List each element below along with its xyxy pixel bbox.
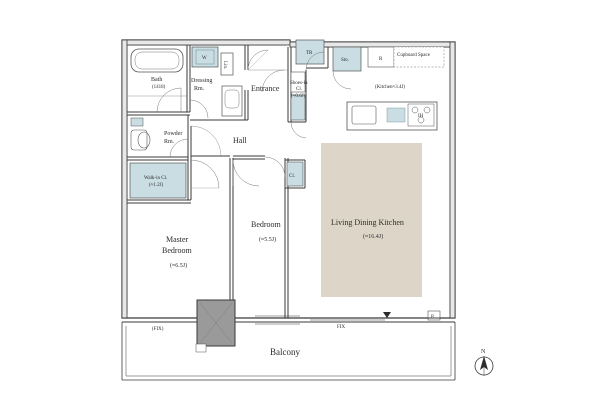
cupboard-space (393, 46, 445, 68)
powder-label: Powder (164, 131, 182, 137)
trunk-room (295, 39, 325, 65)
ldk-size: (≈16.4J) (363, 233, 383, 240)
compass-label: N (481, 349, 486, 355)
entry-arrow-icon (383, 312, 391, 318)
bedroom-closet: Cl. (286, 161, 304, 187)
closet-mark: Cl. (289, 174, 295, 179)
bathtub (130, 48, 184, 73)
shoes-in-closet: Shoes-in Cl. (≈0.6J) (290, 71, 308, 139)
entrance-area: Entrance (247, 49, 288, 93)
interior-walls (127, 45, 329, 318)
bath-area: Bath (1418) (127, 48, 187, 113)
balcony-label: Balcony (270, 347, 300, 357)
shoes-in-label-2: Cl. (296, 87, 302, 92)
hall-label: Hall (233, 136, 248, 145)
walkin-label: Walk-in Cl. (144, 176, 167, 181)
washer (191, 46, 219, 68)
dressing-label-2: Rm. (194, 86, 205, 92)
bedroom-label: Bedroom (251, 220, 282, 229)
window-line (122, 315, 455, 325)
bedroom-doors (232, 156, 286, 187)
sto-mark: Sto. (341, 58, 349, 63)
bath-label: Bath (151, 77, 162, 83)
linen-cabinet (220, 52, 234, 76)
hall-area: Hall (190, 125, 248, 157)
master-size: (≈6.5J) (170, 262, 187, 269)
powder-room: Powder Rm. (130, 117, 189, 158)
powder-label-2: Rm. (164, 139, 175, 145)
ih-cooktop (407, 103, 435, 127)
ldk-label: Living Dining Kitchen (331, 218, 404, 227)
vanity (221, 85, 243, 117)
kitchen-area: TR Sto. R Cupboard Space (Kitchen≈3.4J) … (295, 39, 445, 131)
fix-label-right: FIX (337, 325, 345, 330)
fix-label-left: (FIX) (152, 327, 164, 332)
bath-size: (1418) (152, 85, 166, 90)
kitchen-sink (351, 105, 377, 125)
tr-mark: TR (306, 51, 313, 56)
entrance-label: Entrance (251, 84, 280, 93)
shoes-in-size: (≈0.6J) (291, 94, 306, 99)
walkin-size: (≈1.2J) (149, 183, 164, 188)
kitchen-label: (Kitchen≈3.4J) (375, 85, 405, 90)
north-compass-icon: N (474, 349, 494, 376)
master-label-2: Bedroom (162, 246, 193, 255)
ldk-floor (321, 143, 422, 297)
walkin-closet: Walk-in Cl. (≈1.2J) (129, 159, 220, 199)
dressing-label: Dressing (191, 78, 212, 84)
balcony-area (121, 322, 456, 381)
shoes-in-label: Shoes-in (290, 81, 308, 86)
r-mark: R (379, 57, 383, 62)
linen-mark: Lin. (222, 61, 227, 69)
dressing-area: W Lin. Dressing Rm. (189, 46, 243, 119)
master-label: Master (166, 235, 189, 244)
washer-mark: W (202, 56, 207, 61)
bedroom-size: (≈5.5J) (259, 236, 276, 243)
storage (332, 46, 362, 72)
pipe-shaft (427, 310, 441, 321)
cupboard-label: Cupboard Space (397, 53, 431, 58)
toilet (130, 129, 148, 151)
ih-mark: IH (418, 114, 424, 119)
